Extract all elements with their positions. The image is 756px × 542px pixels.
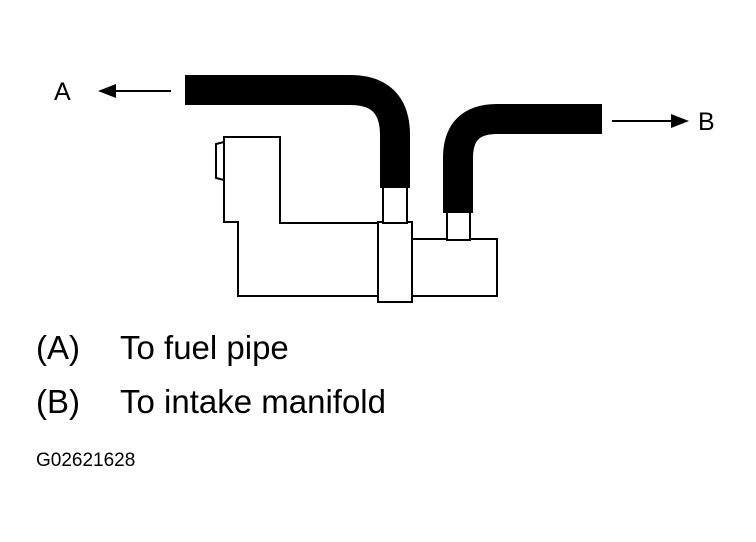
legend-key-a: (A) <box>36 329 80 366</box>
arrow-b-icon <box>612 114 689 128</box>
callout-b-label: B <box>698 108 715 136</box>
hose-b <box>443 104 602 213</box>
valve-outlet-block <box>411 238 498 297</box>
nipple-a <box>382 186 408 224</box>
valve-tab <box>215 141 225 181</box>
legend-key-b: (B) <box>36 383 80 420</box>
callout-a-label: A <box>54 78 71 106</box>
legend-text-a: To fuel pipe <box>120 329 289 366</box>
nipple-b <box>446 211 471 241</box>
legend-text-b: To intake manifold <box>120 383 386 420</box>
hose-a <box>185 75 410 188</box>
legend-item-b: (B) To intake manifold <box>36 384 386 420</box>
valve-body <box>223 136 379 297</box>
arrow-a-icon <box>98 84 171 98</box>
figure-code: G02621628 <box>36 450 136 471</box>
valve-collar <box>377 221 413 303</box>
legend-item-a: (A) To fuel pipe <box>36 330 289 366</box>
